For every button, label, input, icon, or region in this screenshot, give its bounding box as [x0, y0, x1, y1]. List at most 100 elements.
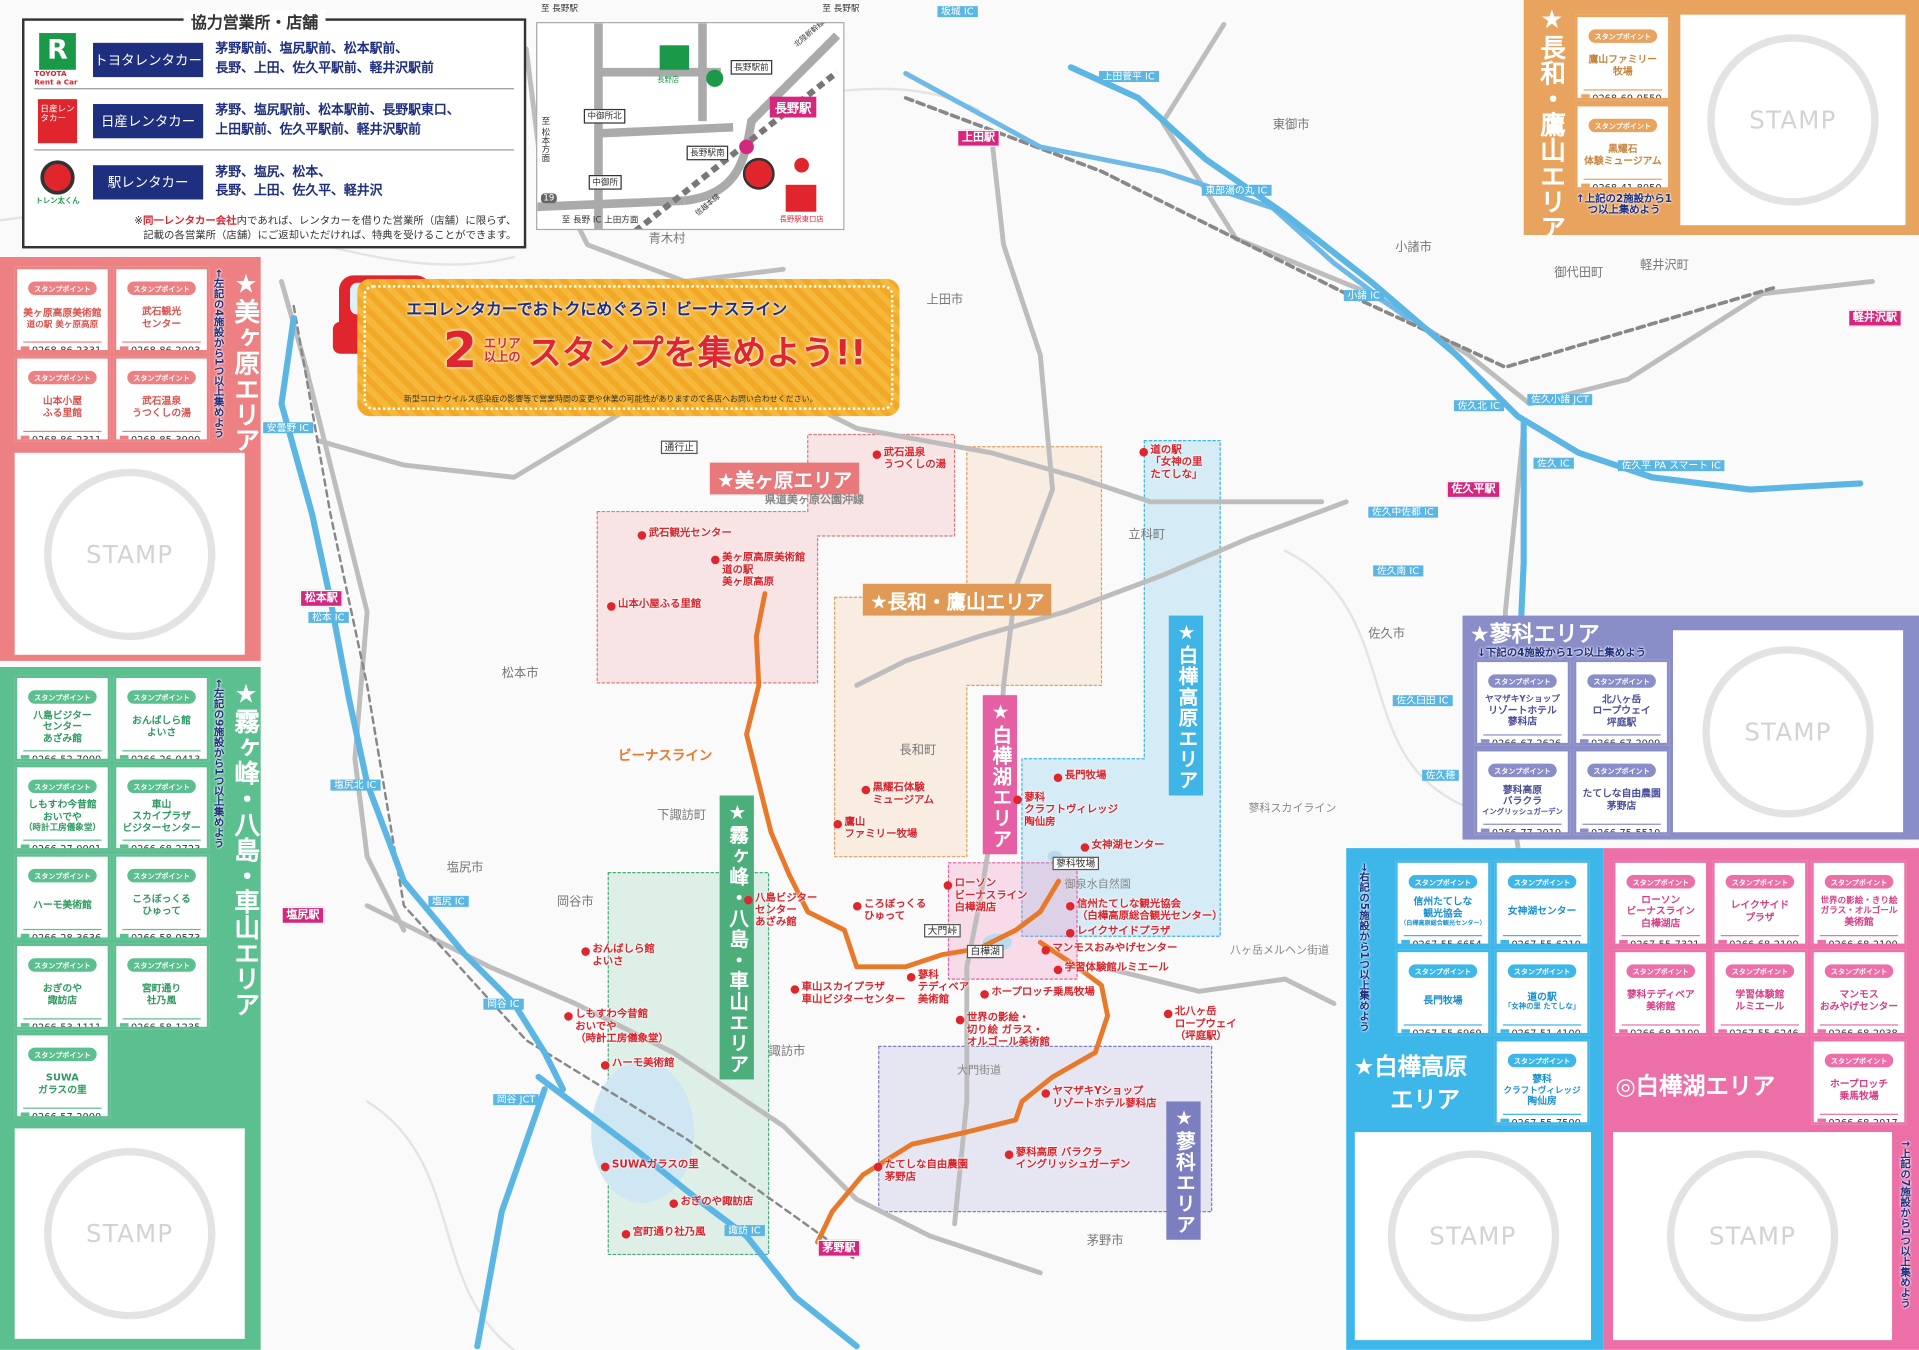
- station-label: 上田駅: [957, 129, 1000, 148]
- facility-phone: 0267-55-7500: [1497, 1117, 1588, 1123]
- phone-icon: [1401, 1029, 1410, 1033]
- stamp-spot-label[interactable]: 車山スカイプラザ 車山ビジターセンター: [790, 981, 906, 1006]
- city-label: 茅野市: [1086, 1234, 1124, 1249]
- facility-phone: 0266-68-2100: [1715, 939, 1806, 944]
- divider: [122, 430, 201, 433]
- stamp-spot-label[interactable]: しもすわ今昔館 おいでや（時計工房儀象堂）: [564, 1008, 669, 1045]
- stamp-spot-label[interactable]: ヤマザキYショップ リゾートホテル蓼科店: [1041, 1085, 1157, 1110]
- stamp-point-card: スタンプポイント道の駅「女神の里 たてしな」0267-51-4100: [1494, 949, 1590, 1036]
- panel-shirakaba-kogen: →右記の5施設から1つ以上集めよう スタンプポイント信州たてしな観光協会（白樺高…: [1346, 848, 1604, 1350]
- stamp-spot-label[interactable]: 信州たてしな観光協会（白樺高原総合観光センター）: [1065, 898, 1223, 923]
- venus-line-label: ビーナスライン: [618, 747, 713, 764]
- phone-icon: [1619, 1029, 1628, 1033]
- city-label: 御代田町: [1554, 266, 1604, 281]
- divider: [1502, 1024, 1582, 1026]
- stamp-spot-label[interactable]: ハーモ美術館: [600, 1057, 675, 1070]
- stamp-spot-label[interactable]: 蓼科高原 バラクラ イングリッシュガーデン: [1004, 1146, 1131, 1171]
- stamp-spot-label[interactable]: 学習体験館ルミエール: [1053, 961, 1169, 975]
- stamp-point-badge: スタンプポイント: [1588, 118, 1658, 133]
- stamp-spot-label[interactable]: 長門牧場: [1053, 769, 1107, 783]
- facility-name: 八島ビジターセンターあざみ館: [33, 709, 92, 744]
- facility-name: 美ヶ原高原美術館道の駅 美ヶ原高原: [23, 307, 102, 329]
- stamp-spot-label[interactable]: おぎのや諏訪店: [669, 1195, 754, 1208]
- stamp-spot-label[interactable]: 武石温泉 うつくしの湯: [872, 446, 947, 471]
- stamp-spot-label[interactable]: ローソン ビーナスライン 白樺湖店: [943, 877, 1028, 914]
- inset-nissan-shop: 長野駅東口店: [779, 215, 824, 224]
- stamp-spot-label[interactable]: おんばしら館 よいさ: [581, 943, 655, 968]
- city-label: 上田市: [926, 293, 964, 308]
- panel-tateshina: ★蓼科エリア ↓下記の4施設から1つ以上集めよう スタンプポイントヤマザキYショ…: [1462, 615, 1919, 840]
- area-label-shirakabako: ★白樺湖エリア: [982, 695, 1018, 855]
- legend-row-eki: トレン太くん 駅レンタカー 茅野、塩尻、松本、長野、上田、佐久平、軽井沢: [34, 153, 514, 212]
- stamp-spot-label[interactable]: 宮町通り社乃風: [621, 1226, 706, 1239]
- facility-name: 学習体験館ルミエール: [1735, 989, 1785, 1013]
- stamp-spot-label[interactable]: 道の駅「女神の里 たてしな」: [1139, 444, 1203, 481]
- banner-main: 2 エリア以上の スタンプを集めよう!!: [443, 323, 867, 380]
- stamp-spot-label[interactable]: 武石観光センター: [637, 527, 732, 540]
- facility-phone: 0266-57-2000: [17, 1111, 108, 1117]
- facility-name: 蓼科クラフトヴィレッジ陶仙房: [1503, 1073, 1581, 1107]
- stamp-spot-label[interactable]: 北八ヶ岳 ロープウェイ（坪庭駅）: [1163, 1006, 1237, 1043]
- stamp-box[interactable]: STAMP: [1680, 14, 1906, 226]
- stamp-box[interactable]: STAMP: [1613, 1132, 1893, 1341]
- stamp-box[interactable]: STAMP: [14, 452, 245, 655]
- stamp-spot-label[interactable]: ホープロッチ乗馬牧場: [980, 986, 1095, 999]
- stamp-spot-label[interactable]: 女神湖センター: [1080, 839, 1165, 852]
- shop-list-line: 長野、上田、佐久平、軽井沢: [215, 183, 383, 199]
- stamp-rally-banner: エコレンタカーでおトクにめぐろう！ビーナスライン 2 エリア以上の スタンプを集…: [357, 279, 900, 417]
- phone-icon: [119, 346, 129, 351]
- stamp-point-badge: スタンプポイント: [28, 370, 97, 385]
- inset-label: 長野駅前: [730, 59, 773, 75]
- banner-headline: エコレンタカーでおトクにめぐろう！ビーナスライン: [406, 301, 788, 320]
- stamp-spot-label[interactable]: 黒耀石体験 ミュージアム: [861, 782, 935, 807]
- divider: [23, 341, 102, 343]
- stamp-spot-label[interactable]: マンモスおみやげセンター: [1041, 942, 1178, 955]
- stamp-point-badge: スタンプポイント: [1408, 875, 1478, 889]
- stamp-spot-label[interactable]: たてしな自由農園 茅野店: [873, 1158, 969, 1184]
- facility-phone: 0266-68-2100: [1814, 939, 1905, 944]
- road-label: 御泉水自然園: [1064, 878, 1131, 891]
- stamp-spot-label[interactable]: 世界の影絵・切り絵 ガラス・オルゴール美術館: [955, 1012, 1050, 1049]
- facility-phone: 0266-68-2723: [116, 843, 207, 849]
- stamp-box[interactable]: STAMP: [1673, 630, 1904, 833]
- divider: [1819, 935, 1899, 937]
- stamp-point-badge: スタンプポイント: [1626, 964, 1696, 978]
- divider: [23, 839, 102, 841]
- stamp-spot-label[interactable]: ころぼっくる ひゅって: [853, 898, 927, 923]
- stamp-spot-label[interactable]: 山本小屋ふる里館: [607, 598, 702, 611]
- phone-icon: [20, 435, 30, 440]
- panel-note: ←左記の9施設から1つ以上集めよう: [211, 679, 224, 849]
- stamp-spot-label[interactable]: 鷹山 ファミリー牧場: [833, 816, 918, 841]
- stamp-spot-label[interactable]: 美ヶ原高原美術館 道の駅 美ヶ原高原: [711, 551, 806, 589]
- route-19-badge: 19: [540, 193, 557, 204]
- stamp-point-badge: スタンプポイント: [28, 958, 97, 972]
- facility-phone: 0267-55-6969: [1398, 1028, 1489, 1033]
- city-label: 岡谷市: [556, 895, 594, 910]
- interchange-label: 諏訪 IC: [724, 1225, 765, 1237]
- pin-icon: [739, 139, 754, 155]
- stamp-box[interactable]: STAMP: [1354, 1132, 1592, 1341]
- interchange-label: 小諸 IC: [1343, 290, 1384, 302]
- interchange-label: 佐久臼田 IC: [1392, 695, 1453, 707]
- interchange-label: 佐久平 PA スマート IC: [1617, 460, 1725, 472]
- stamp-box[interactable]: STAMP: [14, 1128, 245, 1339]
- facility-phone: 0268-41-8050: [1578, 182, 1669, 188]
- stamp-spot-label[interactable]: SUWAガラスの里: [600, 1158, 699, 1172]
- facility-name: 車山スカイプラザビジターセンター: [122, 798, 201, 834]
- stamp-point-badge: スタンプポイント: [1488, 763, 1557, 778]
- stamp-spot-label[interactable]: レイクサイドプラザ: [1065, 925, 1171, 938]
- facility-phone: 0266-52-7000: [17, 754, 108, 759]
- road-label: 八ヶ岳メルヘン街道: [1229, 944, 1330, 958]
- stamp-point-badge: スタンプポイント: [1507, 1053, 1577, 1068]
- stamp-spot-label[interactable]: 八島ビジター センター あざみ館: [744, 892, 818, 929]
- stamp-spot-label[interactable]: 蓼科 クラフトヴィレッジ 陶仙房: [1013, 791, 1119, 828]
- facility-name: ころぼっくるひゅって: [132, 893, 191, 917]
- interchange-label: 安曇野 IC: [263, 422, 313, 434]
- stamp-spot-label[interactable]: 蓼科 テディベア 美術館: [906, 969, 970, 1006]
